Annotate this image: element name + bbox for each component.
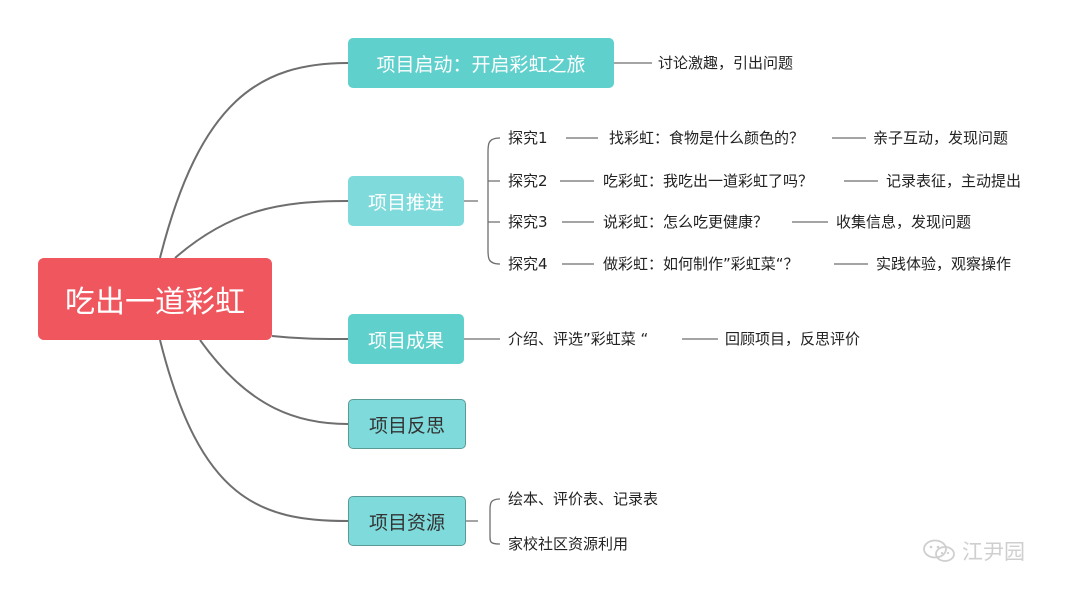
branch-reflect-label: 项目反思 [368,414,445,437]
start-child[interactable]: 讨论激趣，引出问题 [658,54,794,72]
branch-start-label: 项目启动：开启彩虹之旅 [376,53,586,76]
exploration-2-label[interactable]: 探究2 [508,172,548,190]
link-root-result [271,335,349,340]
exploration-3-topic[interactable]: 说彩虹：怎么吃更健康？ [603,213,769,231]
link-root-resource [159,339,349,522]
branch-project-resource[interactable]: 项目资源 [348,496,466,546]
result-child-1[interactable]: 介绍、评选”彩虹菜 “ [508,330,649,348]
link-root-start [159,62,349,259]
exploration-1-topic[interactable]: 找彩虹：食物是什么颜色的？ [609,129,805,147]
exploration-2-outcome[interactable]: 记录表征，主动提出 [886,172,1022,190]
exploration-3-outcome[interactable]: 收集信息，发现问题 [836,213,972,231]
watermark: 江尹园 [922,536,1025,566]
branch-project-result[interactable]: 项目成果 [348,314,464,364]
branch-progress-label: 项目推进 [367,191,444,214]
result-child-2[interactable]: 回顾项目，反思评价 [725,330,861,348]
exploration-4-label[interactable]: 探究4 [508,255,548,273]
branch-resource-label: 项目资源 [368,511,445,534]
root-node[interactable]: 吃出一道彩虹 [38,258,272,340]
exploration-4-outcome[interactable]: 实践体验，观察操作 [876,255,1012,273]
exploration-3-label[interactable]: 探究3 [508,213,548,231]
resource-child-1[interactable]: 绘本、评价表、记录表 [508,490,659,508]
exploration-4-topic[interactable]: 做彩虹：如何制作”彩虹菜“？ [603,255,799,273]
link-resource-bracket [466,498,501,545]
branch-project-start[interactable]: 项目启动：开启彩虹之旅 [348,38,614,88]
link-root-progress [174,200,349,259]
link-root-reflect [199,339,349,425]
branch-project-reflect[interactable]: 项目反思 [348,399,466,449]
link-progress-bracket [464,137,501,265]
branch-project-progress[interactable]: 项目推进 [348,176,464,226]
root-label: 吃出一道彩虹 [65,285,245,320]
exploration-1-outcome[interactable]: 亲子互动，发现问题 [873,129,1009,147]
exploration-1-label[interactable]: 探究1 [508,129,548,147]
watermark-text: 江尹园 [962,540,1025,564]
resource-child-2[interactable]: 家校社区资源利用 [508,535,629,553]
exploration-2-topic[interactable]: 吃彩虹：我吃出一道彩虹了吗？ [603,172,814,190]
wechat-icon [923,539,955,562]
branch-result-label: 项目成果 [367,329,444,352]
